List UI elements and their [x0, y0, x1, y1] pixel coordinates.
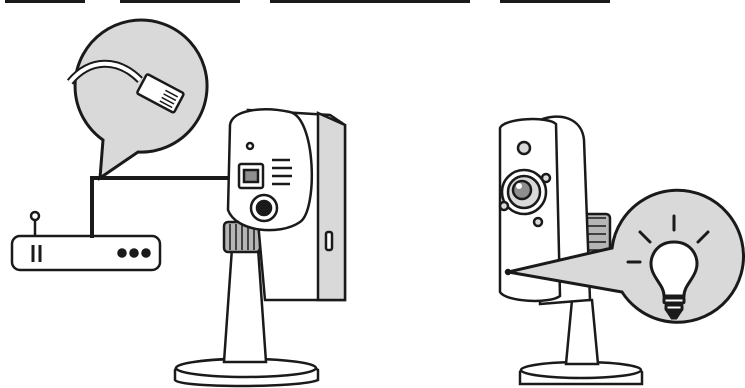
ethernet-callout: [66, 18, 209, 182]
camera-rear-icon: [173, 108, 347, 388]
router-icon: [10, 210, 162, 272]
led-callout: [507, 188, 745, 324]
network-cable: [90, 176, 245, 238]
ethernet-plug-icon: [136, 73, 185, 114]
camera-front-icon: [498, 115, 644, 386]
lightbulb-icon: [626, 214, 710, 320]
top-edge-marks: [5, 0, 610, 3]
